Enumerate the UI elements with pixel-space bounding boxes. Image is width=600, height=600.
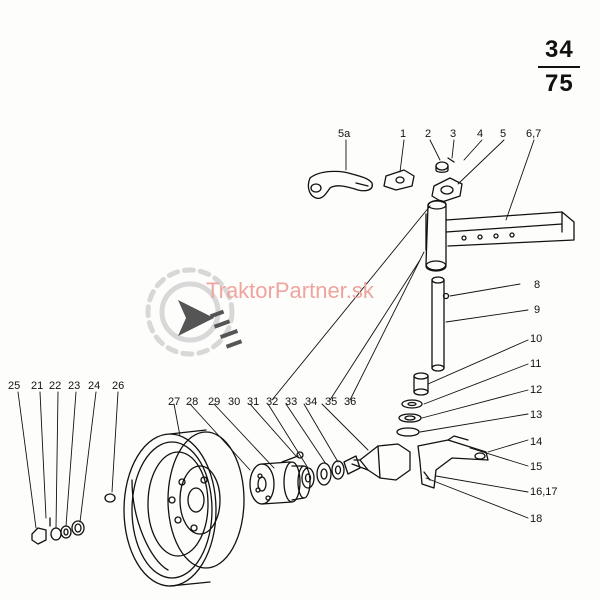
part-callout: 22 — [49, 380, 62, 392]
wheel-nut-part-icon — [31, 527, 47, 545]
part-callout: 27 — [168, 396, 181, 408]
lock-washer-part-icon — [50, 527, 62, 541]
part-callout: 24 — [88, 380, 101, 392]
leader-lines — [17, 139, 535, 529]
bushing-part-icon — [413, 372, 429, 396]
ring-part-icon — [396, 427, 420, 437]
nut-part-icon — [435, 161, 449, 173]
part-callout: 16,17 — [530, 486, 558, 498]
king-pin-part-icon — [431, 276, 445, 372]
part-callout: 6,7 — [526, 128, 542, 140]
part-callout: 25 — [8, 380, 21, 392]
seal-part-icon — [398, 413, 422, 423]
knuckle-housing-part-icon — [425, 199, 575, 272]
part-callout: 4 — [477, 128, 484, 140]
part-callout: 10 — [530, 333, 543, 345]
part-callout: 36 — [344, 396, 357, 408]
part-callout: 34 — [305, 396, 318, 408]
part-callout: 30 — [228, 396, 241, 408]
part-callout: 12 — [530, 384, 543, 396]
part-callout: 28 — [186, 396, 199, 408]
part-callout: 18 — [530, 513, 543, 525]
watermark-text: TraktorPartner.sk — [206, 278, 374, 304]
part-callout: 29 — [208, 396, 221, 408]
washer-part-icon — [60, 525, 72, 539]
watermark-brand: TraktorPartner — [206, 278, 346, 303]
part-callout: 5 — [500, 128, 507, 140]
steering-arm-part-icon — [307, 170, 373, 200]
bearing-part-icon — [316, 462, 332, 486]
page-number-top: 34 — [545, 36, 574, 63]
page-number-bottom: 75 — [545, 70, 574, 97]
upper-cone-part-icon — [431, 177, 463, 203]
part-callout: 1 — [400, 128, 407, 140]
page-number-rule — [538, 66, 580, 68]
part-callout: 21 — [31, 380, 44, 392]
stub-axle-part-icon — [343, 443, 411, 481]
part-callout: 23 — [68, 380, 81, 392]
wheel-hub-part-icon — [249, 461, 311, 505]
watermark-arrow-icon — [178, 300, 243, 349]
hub-bolt-part-icon — [281, 451, 304, 463]
part-callout: 2 — [425, 128, 432, 140]
part-callout: 35 — [325, 396, 338, 408]
part-callout: 26 — [112, 380, 125, 392]
part-callout: 13 — [530, 409, 543, 421]
bolt-part-icon — [423, 471, 431, 481]
part-callout: 9 — [534, 304, 541, 316]
seal-ring-part-icon — [331, 460, 345, 480]
wheel-rim-part-icon — [123, 429, 245, 587]
pin-part-icon — [447, 157, 455, 163]
part-callout: 3 — [450, 128, 457, 140]
nut-part-icon — [71, 520, 85, 536]
watermark-suffix: .sk — [345, 278, 374, 303]
part-callout: 5a — [338, 128, 351, 140]
part-callout: 8 — [534, 279, 541, 291]
part-callout: 11 — [530, 358, 542, 370]
part-callout: 31 — [247, 396, 260, 408]
part-callout: 32 — [266, 396, 279, 408]
part-callout: 33 — [285, 396, 298, 408]
steering-lever-part-icon — [417, 435, 489, 489]
lever-cap-part-icon — [383, 169, 415, 191]
part-callout: 15 — [530, 461, 543, 473]
wheel-stud-part-icon — [104, 493, 116, 503]
washer-part-icon — [401, 399, 423, 409]
part-callout: 14 — [530, 436, 543, 448]
